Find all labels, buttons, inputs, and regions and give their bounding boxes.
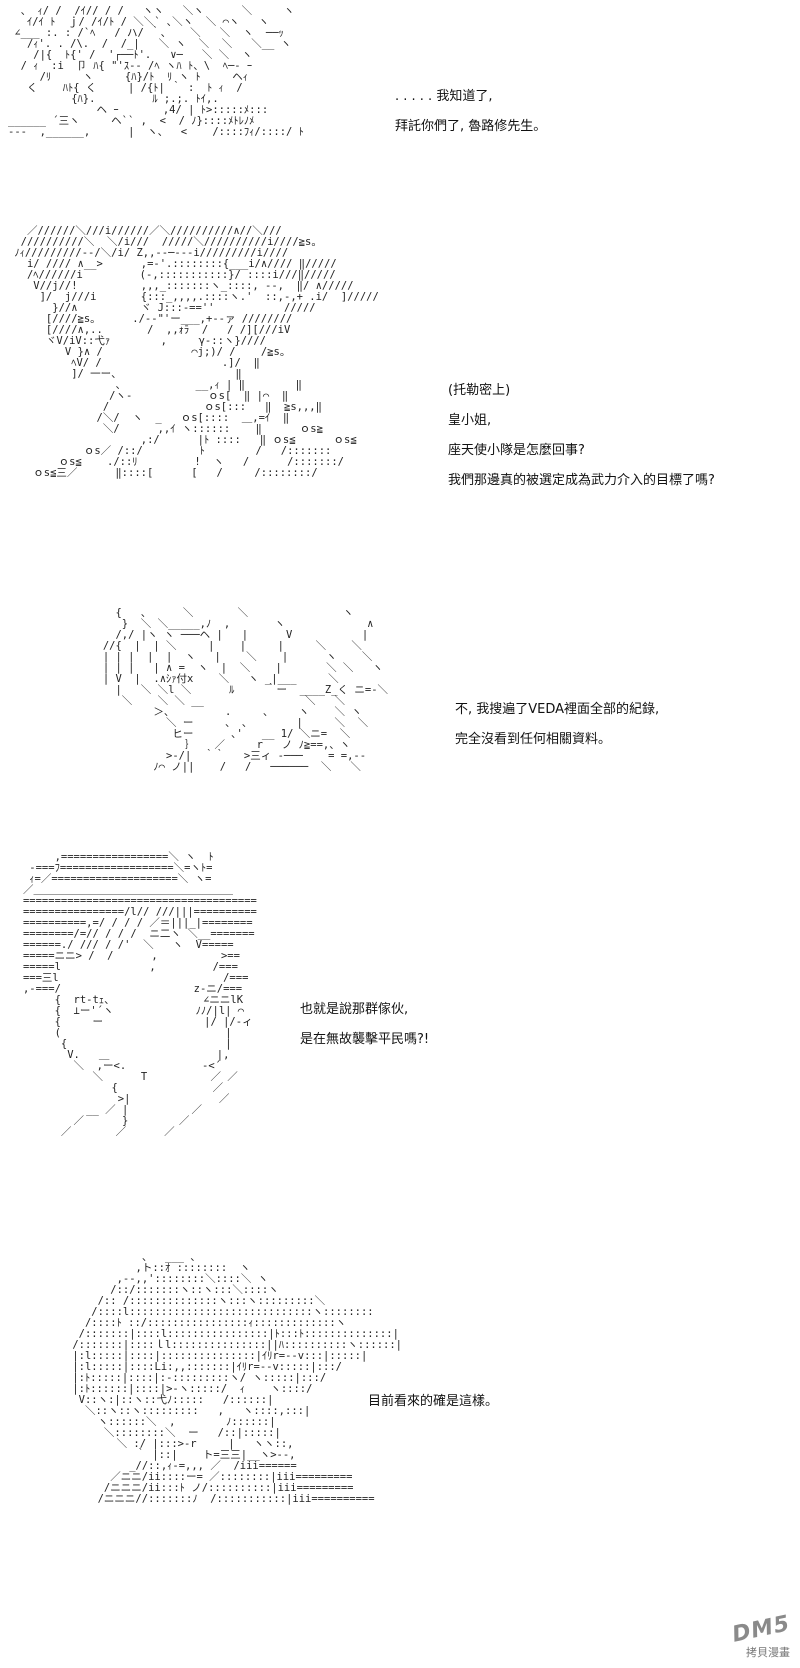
dialogue-line: (托勒密上) [448,383,511,398]
dialogue-box-2: (托勒密上) 皇小姐, 座天使小隊是怎麼回事? 我們那邊真的被選定成為武力介入的… [448,382,715,502]
dialogue-line: 我們那邊真的被選定成為武力介入的目標了嗎? [448,473,715,488]
dialogue-box-5: 目前看來的確是這樣。 [368,1393,498,1423]
ascii-art-character-4: ,=================＼ ヽ ﾄ -===ﾌ===========… [22,851,257,1138]
dialogue-line: 不, 我搜遍了VEDA裡面全部的紀錄, [455,702,660,717]
dialogue-line: 目前看來的確是這樣。 [368,1394,499,1409]
ascii-art-character-3: { 、 ＼ ＼ ヽ } ＼ ＼_____,ﾉ , ヽ ∧ /,/ |ヽ ヽ ──… [102,607,389,773]
dialogue-line: 座天使小隊是怎麼回事? [448,443,585,458]
panel-2: ／//////＼///i//////／＼//////////∧//＼/// //… [0,210,800,590]
dialogue-box-4: 也就是說那群傢伙, 是在無故襲擊平民嗎?! [300,1001,429,1061]
panel-1: 、 ｨ/ / /ｲ// / / ヽヽ ＼ヽ ＼ ヽ ｲ/ｲ ﾄ ｊ/ /ｲ/ﾄ … [0,0,800,205]
dialogue-line: 拜託你們了, 魯路修先生。 [395,119,547,134]
watermark: DM5 拷貝漫畫 [730,1611,792,1660]
dialogue-line: 皇小姐, [448,413,492,428]
dialogue-line: 也就是說那群傢伙, [300,1002,409,1017]
dialogue-box-1: . . . . . 我知道了, 拜託你們了, 魯路修先生。 [395,88,546,148]
panel-4: ,=================＼ ヽ ﾄ -===ﾌ===========… [0,848,800,1240]
dialogue-line: 是在無故襲擊平民嗎?! [300,1032,430,1047]
panel-5: 、 ___ 、 ,ト::ｵ :::::::: ヽ ,--,,'::::::::＼… [0,1250,800,1668]
ascii-art-character-2: ／//////＼///i//////／＼//////////∧//＼/// //… [14,225,379,479]
panel-3: { 、 ＼ ＼ ヽ } ＼ ＼_____,ﾉ , ヽ ∧ /,/ |ヽ ヽ ──… [0,600,800,845]
dialogue-line: . . . . . 我知道了, [395,89,493,104]
dm5-logo: DM5 [729,1611,792,1648]
dialogue-box-3: 不, 我搜遍了VEDA裡面全部的紀錄, 完全沒看到任何相關資料。 [455,701,659,761]
dialogue-line: 完全沒看到任何相關資料。 [455,732,612,747]
ascii-art-character-5: 、 ___ 、 ,ト::ｵ :::::::: ヽ ,--,,'::::::::＼… [72,1251,403,1505]
ascii-art-character-1: 、 ｨ/ / /ｲ// / / ヽヽ ＼ヽ ＼ ヽ ｲ/ｲ ﾄ ｊ/ /ｲ/ﾄ … [8,5,304,138]
watermark-caption: 拷貝漫畫 [746,1646,790,1659]
